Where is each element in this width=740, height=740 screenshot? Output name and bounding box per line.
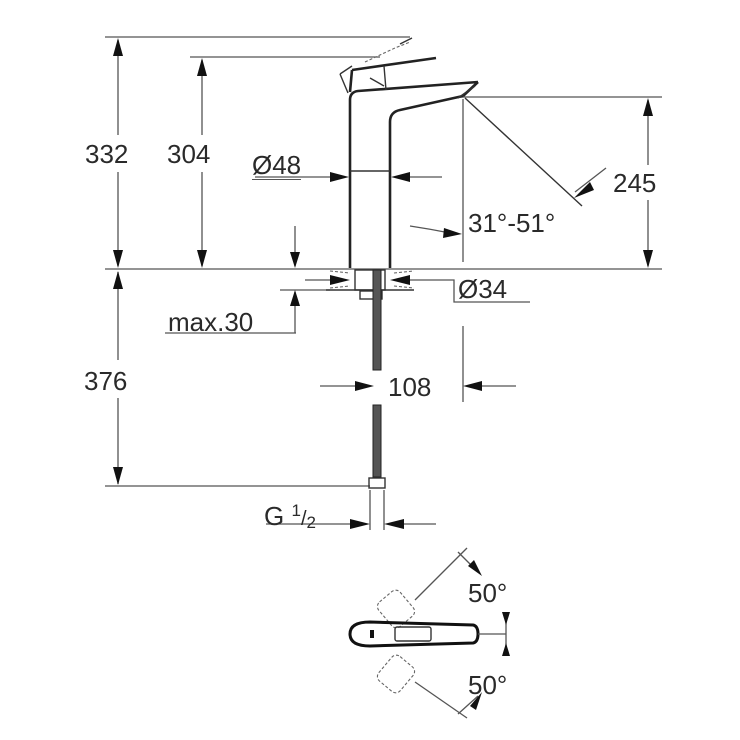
extension-lines xyxy=(105,36,662,487)
dimension-max30 xyxy=(165,226,330,334)
label-spout-reach: 108 xyxy=(388,372,432,402)
dimension-304 xyxy=(197,58,207,268)
dimension-o48 xyxy=(255,172,442,182)
dimension-332 xyxy=(113,38,123,360)
thread-numerator: 1 xyxy=(291,501,301,520)
faucet-body xyxy=(339,37,479,268)
top-view xyxy=(348,547,510,719)
dimension-376 xyxy=(113,271,123,485)
thread-prefix: G xyxy=(264,501,285,531)
thread-slash: / xyxy=(300,508,307,530)
dimension-245 xyxy=(643,98,653,268)
label-spout-height: 245 xyxy=(613,168,657,198)
label-flange-diameter: Ø34 xyxy=(458,274,508,304)
label-max-deck-thickness: max.30 xyxy=(168,307,254,337)
dimension-spout-angle xyxy=(409,97,607,262)
label-lever-height: 304 xyxy=(167,139,211,169)
label-lever-rotation-down: 50° xyxy=(468,670,508,700)
label-lever-rotation-up: 50° xyxy=(468,578,508,608)
label-connection-thread: G 1/2 xyxy=(264,502,316,531)
thread-denominator: 2 xyxy=(306,513,316,532)
label-hose-length: 376 xyxy=(84,366,128,396)
label-overall-height: 332 xyxy=(85,139,129,169)
mounting-flange xyxy=(305,269,530,303)
dimension-g-half xyxy=(266,519,436,529)
dimension-108 xyxy=(320,326,516,402)
supply-hose xyxy=(368,269,386,530)
label-spout-angle: 31°-51° xyxy=(468,208,556,238)
label-body-diameter: Ø48 xyxy=(252,150,302,180)
